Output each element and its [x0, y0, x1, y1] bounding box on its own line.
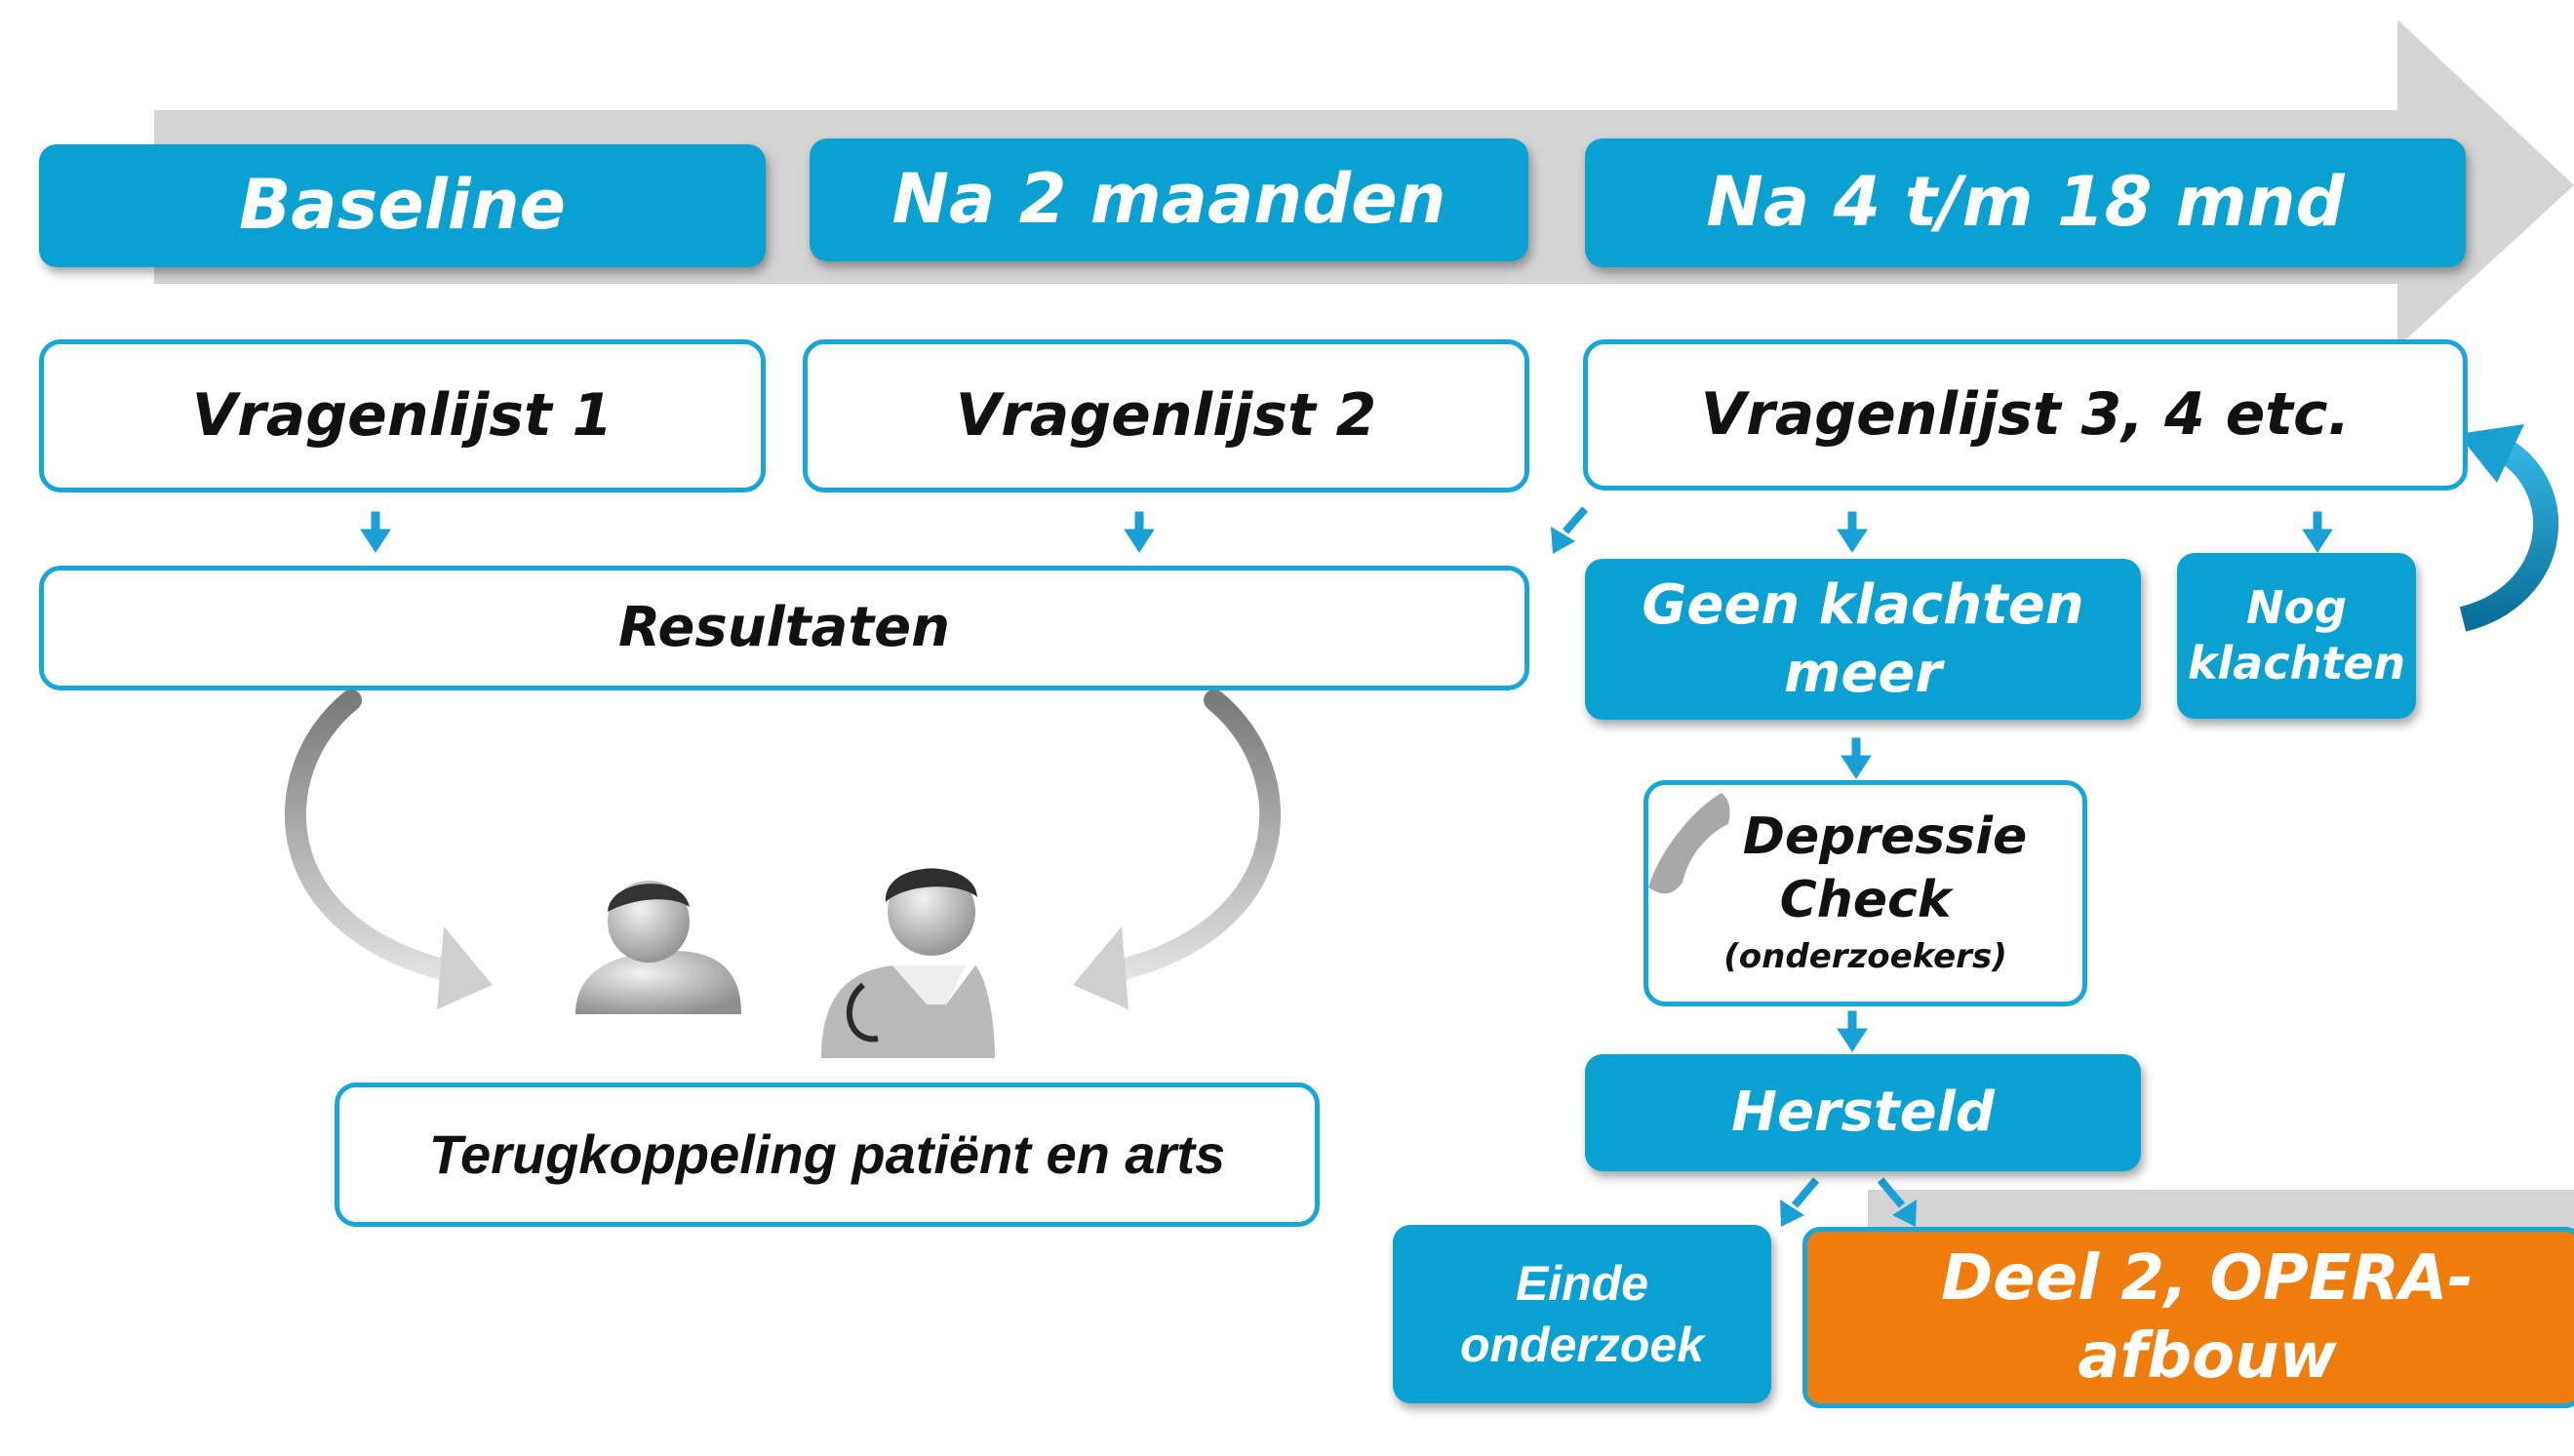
phase-two-months: Na 2 maanden: [810, 138, 1528, 261]
curved-arrow-icon: [1087, 689, 1282, 986]
feedback-box: Terugkoppeling patiënt en arts: [335, 1082, 1320, 1227]
phase-two-months-label: Na 2 maanden: [891, 159, 1446, 240]
arrow-q3-results: [1551, 506, 1589, 554]
curved-arrow-head-left: [437, 926, 493, 1009]
phase-baseline-label: Baseline: [238, 165, 567, 246]
depression-check-line1: Depressie: [1742, 807, 2028, 866]
arrow-q3-no-complaints: [1837, 511, 1868, 553]
part2-label: Deel 2, OPERA-afbouw: [1941, 1242, 2474, 1393]
still-complaints-line1: Nog: [2245, 580, 2348, 634]
phase-four-to-18-label: Na 4 t/m 18 mnd: [1706, 162, 2345, 243]
curved-arrow-head-right: [1073, 926, 1129, 1009]
questionnaire-3-label: Vragenlijst 3, 4 etc.: [1700, 380, 2351, 449]
part2-box: Deel 2, OPERA-afbouw: [1802, 1227, 2574, 1408]
end-study-line2: onderzoek: [1459, 1317, 1705, 1372]
arrow-recovered-part2: [1877, 1177, 1917, 1227]
phase-baseline: Baseline: [39, 144, 766, 267]
arrow-check-recovered: [1837, 1010, 1868, 1052]
feedback-label: Terugkoppeling patiënt en arts: [428, 1123, 1226, 1185]
arrow-no-complaints-check: [1841, 737, 1872, 779]
arrow-q2-results: [1124, 511, 1155, 553]
doctor-icon: [821, 868, 995, 1058]
questionnaire-1: Vragenlijst 1: [39, 339, 766, 492]
arrow-q1-results: [360, 511, 391, 553]
arrow-q3-still-complaints: [2302, 511, 2333, 553]
questionnaire-3: Vragenlijst 3, 4 etc.: [1583, 339, 2468, 491]
recovered-label: Hersteld: [1731, 1081, 1995, 1144]
recovered-box: Hersteld: [1585, 1054, 2141, 1171]
depression-check-sub: (onderzoekers): [1723, 936, 2007, 976]
no-complaints-line2: meer: [1784, 641, 1942, 705]
curved-arrow-icon: [284, 689, 479, 986]
no-complaints-line1: Geen klachten: [1642, 572, 2084, 637]
phase-four-to-18: Na 4 t/m 18 mnd: [1585, 138, 2466, 267]
depression-check-box: Depressie Check (onderzoekers): [1643, 780, 2087, 1006]
questionnaire-1-label: Vragenlijst 1: [191, 381, 614, 450]
end-study-box: Einde onderzoek: [1393, 1225, 1771, 1403]
results-label: Resultaten: [618, 596, 950, 659]
loop-arrow-head: [2458, 424, 2524, 483]
questionnaire-2-label: Vragenlijst 2: [955, 381, 1377, 450]
results-box: Resultaten: [39, 566, 1529, 690]
phone-icon: [1648, 793, 1730, 894]
loop-arrow-icon: [2459, 437, 2559, 632]
arrow-recovered-end: [1780, 1177, 1820, 1227]
end-study-line1: Einde: [1515, 1256, 1649, 1311]
depression-check-line2: Check: [1779, 870, 1952, 929]
flow-arrows: [360, 506, 2333, 1227]
still-complaints-line2: klachten: [2187, 637, 2406, 689]
questionnaire-2: Vragenlijst 2: [803, 339, 1529, 492]
patient-icon: [575, 881, 741, 1014]
still-complaints-box: Nog klachten: [2177, 553, 2416, 719]
no-complaints-box: Geen klachten meer: [1585, 559, 2141, 720]
